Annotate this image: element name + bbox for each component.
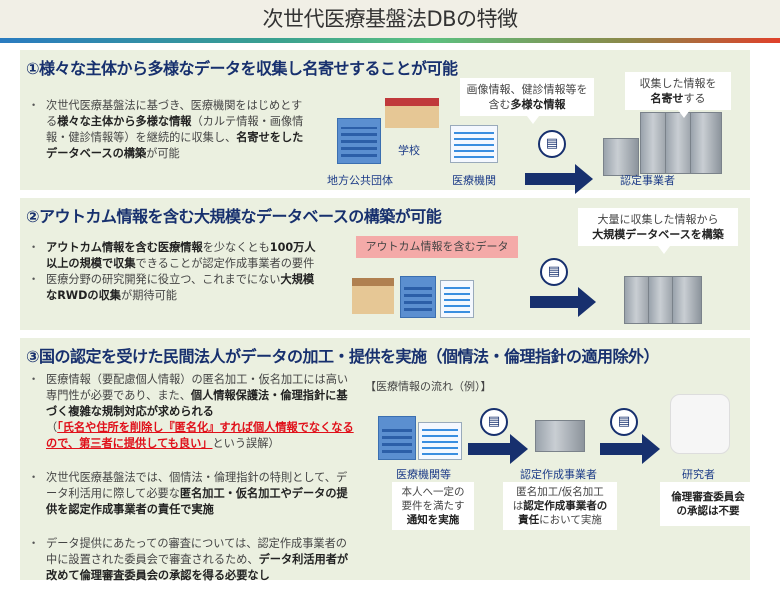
- bold-text: アウトカム情報を含む医療情報: [46, 241, 203, 254]
- researcher-desc: 倫理審査委員会の承認は不要: [660, 482, 756, 526]
- local-government-building-icon: [337, 118, 381, 164]
- documents-icon: ▤: [610, 408, 638, 436]
- researcher-icon: [670, 394, 730, 454]
- text: が期待可能: [121, 289, 177, 302]
- text: が可能: [146, 147, 180, 160]
- text: 画像情報、健診情報等を: [466, 83, 588, 96]
- text: （: [46, 421, 58, 434]
- bold-text: 名寄せ: [650, 92, 684, 105]
- section-2-bullets: アウトカム情報を含む医療情報を少なくとも100万人以上の規模で収集できることが認…: [28, 240, 318, 304]
- care-facility-icon: [352, 278, 394, 314]
- bold-text: 通知を実施: [406, 514, 460, 526]
- arrow-right-icon: [468, 434, 528, 464]
- hospital-icon: [450, 125, 498, 163]
- info-bubble: 画像情報、健診情報等を含む多様な情報: [460, 78, 594, 124]
- document-icon: ▤: [538, 130, 566, 158]
- bullet: 次世代医療基盤法に基づき、医療機関をはじめとする様々な主体から多様な情報（カルテ…: [28, 98, 308, 162]
- text: 次世代医療基盤法に基づき、医療機関をはじめとする: [46, 99, 303, 128]
- bold-text: 個人情報保護法・倫理指針に基づく複雑な規制対応が求められる: [46, 389, 348, 418]
- misconception-text: 「氏名や住所を削除し『匿名化』すれば個人情報でなくなるので、第三者に提供しても良…: [46, 421, 354, 450]
- text: 医療情報（要配慮個人情報）の匿名加工・仮名加工には高い専門性が必要であり、また、: [46, 373, 349, 402]
- section-1-title: ①様々な主体から多様なデータを収集し名寄せすることが可能: [26, 59, 458, 78]
- gradient-divider: [0, 38, 780, 43]
- bold-text: の承認は不要: [676, 505, 740, 517]
- flow-label-hospital: 医療機関等: [396, 468, 451, 481]
- text: 医療分野の研究開発に役立つ、これまでにない: [46, 273, 281, 286]
- bold-text: 責任: [518, 514, 540, 526]
- text: 収集した情報を: [639, 77, 717, 90]
- section-3-bullets: 医療情報（要配慮個人情報）の匿名加工・仮名加工には高い専門性が必要であり、また、…: [28, 372, 358, 584]
- flow-label-certified: 認定作成事業者: [520, 468, 597, 481]
- bullet: 医療分野の研究開発に役立つ、これまでにない大規模なRWDの収集が期待可能: [28, 272, 318, 304]
- hospital-icon: [418, 422, 462, 460]
- section-1: ①様々な主体から多様なデータを収集し名寄せすることが可能 次世代医療基盤法に基づ…: [20, 50, 750, 194]
- page-title: 次世代医療基盤法DBの特徴: [262, 7, 518, 31]
- bullet: 次世代医療基盤法では、個情法・倫理指針の特則として、データ利活用に際して必要な匿…: [28, 470, 358, 518]
- text: という誤解）: [212, 437, 280, 450]
- text: （カルテ情報・画像情報・健診情報等）を継続的に収集し、: [46, 115, 304, 144]
- text: において実施: [539, 514, 602, 526]
- arrow-right-icon: [525, 164, 593, 194]
- bold-text: 倫理審査委員会: [671, 491, 745, 503]
- server-icon: [672, 276, 702, 324]
- hospital-icon: [440, 280, 474, 318]
- document-icon: ▤: [540, 258, 568, 286]
- text: 匿名加工/仮名加工: [516, 486, 604, 498]
- school-label: 学校: [398, 144, 420, 157]
- school-building-icon: [385, 98, 439, 128]
- bullet: データ提供にあたっての審査については、認定作成事業者の中に設置された委員会で審査…: [28, 536, 358, 584]
- section-3-title: ③国の認定を受けた民間法人がデータの加工・提供を実施（個情法・倫理指針の適用除外…: [26, 347, 660, 366]
- text: 含む: [488, 98, 511, 111]
- section-2-title: ②アウトカム情報を含む大規模なデータベースの構築が可能: [26, 207, 442, 226]
- bold-text: 100万人以上の規模で収集: [46, 241, 316, 270]
- database-bubble: 大量に収集した情報から大規模データベースを構築: [578, 208, 738, 254]
- text: 次世代医療基盤法では、個情法・倫理指針の特則として、データ利活用に際して必要な: [46, 471, 348, 500]
- local-government-building-icon: [378, 416, 416, 460]
- local-government-building-icon: [400, 276, 436, 318]
- hospital-label: 医療機関: [452, 174, 496, 187]
- local-gov-label: 地方公共団体: [327, 174, 393, 187]
- text: 本人へ一定の: [401, 486, 465, 498]
- text: を少なくとも: [202, 241, 270, 254]
- flow-label-researcher: 研究者: [682, 468, 715, 481]
- hospital-desc: 本人へ一定の要件を満たす通知を実施: [392, 482, 474, 530]
- outcome-data-label: アウトカム情報を含むデータ: [356, 236, 518, 258]
- text: できることが認定作成事業者の要件: [135, 257, 315, 270]
- header: 次世代医療基盤法DBの特徴: [0, 0, 780, 38]
- bullet: 医療情報（要配慮個人情報）の匿名加工・仮名加工には高い専門性が必要であり、また、…: [28, 372, 358, 452]
- bold-text: 認定作成事業者の: [523, 500, 608, 512]
- section-1-bullets: 次世代医療基盤法に基づき、医療機関をはじめとする様々な主体から多様な情報（カルテ…: [28, 98, 308, 162]
- bold-text: 様々な主体から多様な情報: [57, 115, 192, 128]
- section-3: ③国の認定を受けた民間法人がデータの加工・提供を実施（個情法・倫理指針の適用除外…: [20, 338, 756, 582]
- bold-text: 大規模なRWDの収集: [46, 273, 315, 302]
- text: データ提供にあたっての審査については、認定作成事業者の中に設置された委員会で審査…: [46, 537, 347, 566]
- bold-text: データ利活用者が改めて倫理審査委員会の承認を得る必要なし: [46, 553, 349, 582]
- server-icon: [690, 112, 722, 174]
- bold-text: 匿名加工・仮名加工やデータの提供を認定作成事業者の責任で実施: [46, 487, 348, 516]
- certified-label: 認定事業者: [620, 174, 675, 187]
- text: する: [683, 92, 706, 105]
- section-2: ②アウトカム情報を含む大規模なデータベースの構築が可能 アウトカム情報を含む医療…: [20, 198, 750, 330]
- bold-text: 多様な情報: [510, 98, 566, 111]
- text: 要件を満たす: [401, 500, 465, 512]
- arrow-right-icon: [600, 434, 660, 464]
- bold-text: 名寄せをしたデータベースの構築: [46, 131, 304, 160]
- certified-desc: 匿名加工/仮名加工は認定作成事業者の責任において実施: [503, 482, 617, 530]
- arrow-right-icon: [530, 287, 596, 317]
- text: は: [512, 500, 524, 512]
- certified-operator-building-icon: [535, 420, 585, 452]
- bullet: アウトカム情報を含む医療情報を少なくとも100万人以上の規模で収集できることが認…: [28, 240, 318, 272]
- nayose-bubble: 収集した情報を名寄せする: [625, 72, 731, 118]
- flow-title: 【医療情報の流れ（例）】: [365, 380, 492, 393]
- text: 大量に収集した情報から: [597, 213, 719, 226]
- document-icon: ▤: [480, 408, 508, 436]
- bold-text: 大規模データベースを構築: [592, 228, 724, 241]
- server-building-icon: [603, 138, 639, 176]
